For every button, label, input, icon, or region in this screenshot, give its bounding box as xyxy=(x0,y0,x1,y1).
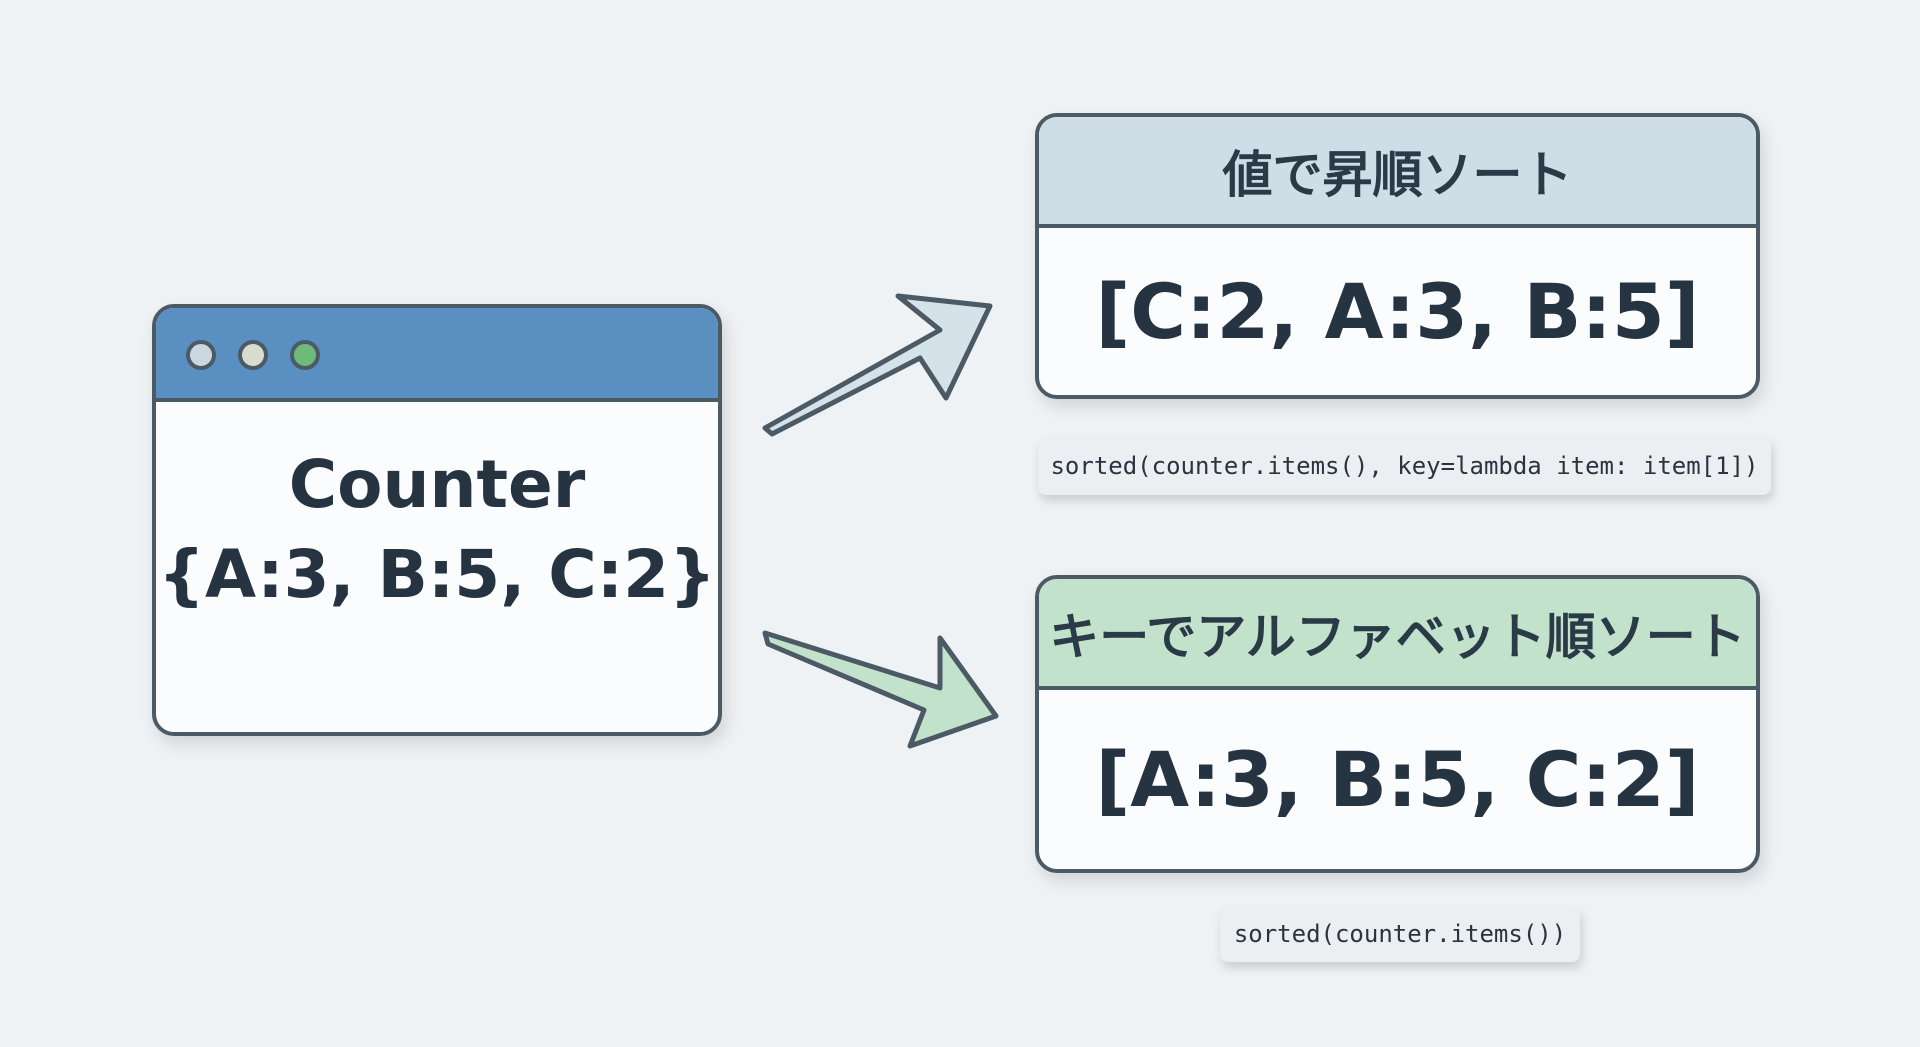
value-sort-header: 値で昇順ソート xyxy=(1039,117,1756,228)
value-sort-code: sorted(counter.items(), key=lambda item:… xyxy=(1038,437,1771,495)
counter-window: Counter {A:3, B:5, C:2} xyxy=(152,304,722,736)
beige-dot-icon xyxy=(238,340,268,370)
window-title-bar xyxy=(156,308,718,402)
value-sort-result: [C:2, A:3, B:5] xyxy=(1095,267,1700,356)
value-sort-box: 値で昇順ソート [C:2, A:3, B:5] xyxy=(1035,113,1760,399)
counter-value: {A:3, B:5, C:2} xyxy=(157,536,717,613)
counter-content: Counter {A:3, B:5, C:2} xyxy=(156,402,718,732)
key-sort-result: [A:3, B:5, C:2] xyxy=(1095,735,1700,824)
arrow-to-key-sort xyxy=(762,630,999,749)
key-sort-header: キーでアルファベット順ソート xyxy=(1039,579,1756,690)
arrow-to-value-sort xyxy=(762,293,993,437)
key-sort-code: sorted(counter.items()) xyxy=(1220,906,1580,962)
counter-title: Counter xyxy=(288,446,586,523)
gray-dot-icon xyxy=(186,340,216,370)
green-dot-icon xyxy=(290,340,320,370)
key-sort-box: キーでアルファベット順ソート [A:3, B:5, C:2] xyxy=(1035,575,1760,873)
